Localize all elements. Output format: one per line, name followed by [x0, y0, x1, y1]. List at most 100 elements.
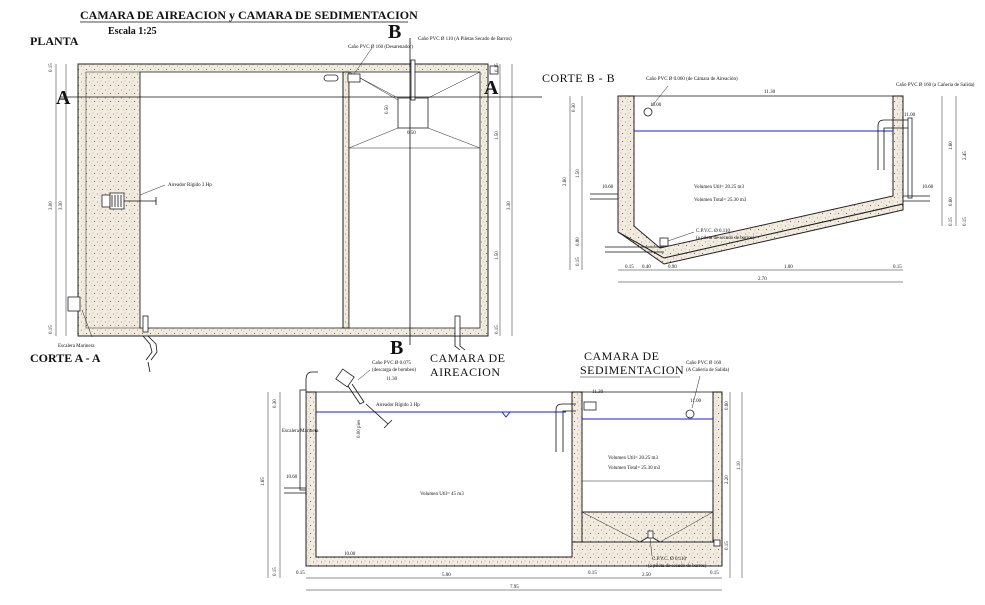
section-aa-sedimentation-label-2: SEDIMENTACION	[580, 363, 684, 377]
section-bb-sludge-pipe: C.P.V.C. Ø 0.110	[696, 229, 731, 234]
svg-text:1.10: 1.10	[737, 461, 742, 470]
section-aa-outlet-pipe-note: (A Cañería de Salida)	[686, 368, 730, 373]
svg-text:1.50: 1.50	[495, 131, 500, 140]
plan-section-mark-b-top: B	[388, 21, 401, 43]
svg-text:0.60: 0.60	[949, 197, 954, 206]
section-aa-level-a2: 11.30	[592, 390, 604, 395]
svg-text:0.15: 0.15	[725, 541, 730, 550]
section-aa-view: CAMARA DE AIREACION CAMARA DE SEDIMENTAC…	[261, 349, 743, 591]
svg-text:2.50: 2.50	[642, 573, 651, 578]
section-aa-dim-right: 0.60 2.20 1.10 0.15	[725, 392, 743, 578]
section-aa-outlet-pipe-label: Caño PVC Ø 160	[686, 361, 722, 366]
section-aa-air-pipe-label: Caño PVC Ø 0.075	[372, 361, 411, 366]
svg-text:1.60: 1.60	[949, 141, 954, 150]
section-bb-dim-left: 0.30 1.50 2.60 0.80 0.15	[563, 96, 583, 270]
plan-drain-pipe	[347, 73, 361, 83]
svg-text:0.15: 0.15	[273, 567, 278, 576]
section-aa-dim-left: 0.30 1.65 0.15	[261, 392, 281, 578]
svg-text:0.15: 0.15	[576, 257, 581, 266]
section-aa-level-d: 10.00	[344, 552, 356, 557]
section-aa-aeration-label: CAMARA DE	[430, 351, 506, 365]
drawing-scale: Escala 1:25	[108, 26, 157, 37]
svg-text:2.70: 2.70	[758, 277, 767, 282]
section-bb-outlet-label: Caño PVC Ø 160 (a Cañería de Salida)	[896, 83, 975, 88]
section-bb-level-d: 10.60	[922, 185, 934, 190]
svg-text:0.60: 0.60	[725, 401, 730, 410]
svg-text:0.15: 0.15	[588, 571, 597, 576]
section-aa-vol-total: Volumen Total= 25.30 m3	[608, 466, 661, 471]
svg-text:0.80: 0.80	[576, 237, 581, 246]
svg-text:0.15: 0.15	[49, 325, 54, 334]
plan-aerator	[101, 184, 166, 210]
section-aa-sludge-pipe: C.P.V.C. Ø 0.110	[652, 557, 687, 562]
section-bb-dim-bottom: 0.15 0.40 0.90 1.00 0.15 2.70	[618, 265, 903, 283]
section-aa-air-pipe	[335, 368, 355, 388]
section-aa-transfer-pipe	[555, 403, 576, 452]
svg-text:0.15: 0.15	[495, 63, 500, 72]
plan-section-mark-a-right: A	[484, 77, 499, 99]
svg-text:0.15: 0.15	[296, 571, 305, 576]
section-bb-sludge-dest: (a pileta de secado de barros)	[696, 236, 755, 241]
plan-registro-box	[67, 296, 81, 312]
section-aa-level-b: 11.00	[690, 399, 702, 404]
svg-text:3.30: 3.30	[59, 201, 64, 210]
svg-text:1.00: 1.00	[784, 265, 793, 270]
section-bb-vol-util: Volumen Util= 20.25 m3	[694, 185, 744, 190]
section-aa-depth-label: 0.00 pies	[357, 420, 362, 438]
svg-text:3.30: 3.30	[507, 201, 512, 210]
plan-dim-left: 0.15 3.00 3.30 0.15	[49, 63, 67, 336]
section-bb-level-top: 11.30	[764, 90, 776, 95]
plan-drain-pipe-label: Caño PVC Ø 160 (Desarenador)	[348, 45, 413, 50]
section-bb-wall	[617, 95, 904, 259]
section-bb-level-b: 10.60	[602, 185, 614, 190]
svg-text:0.15: 0.15	[949, 217, 954, 226]
drawing-title: CAMARA DE AIREACION y CAMARA DE SEDIMENT…	[80, 8, 418, 22]
section-bb-label: CORTE B - B	[542, 71, 615, 85]
svg-text:0.15: 0.15	[963, 217, 968, 226]
section-aa-sludge-dest: (a pileta de secado de barros)	[648, 564, 707, 569]
section-aa-label: CORTE A - A	[30, 351, 101, 365]
section-bb-inlet-label: Caño PVC Ø 0.060 (de Cámara de Aireación…	[646, 77, 738, 82]
svg-text:1.50: 1.50	[576, 169, 581, 178]
svg-text:0.15: 0.15	[625, 265, 634, 270]
svg-text:1.50: 1.50	[495, 251, 500, 260]
svg-text:1.65: 1.65	[261, 477, 266, 486]
svg-text:0.30: 0.30	[273, 399, 278, 408]
section-aa-registro-label: Escalera Marinera	[282, 429, 319, 434]
plan-sludge-pipe-label: Caño PVC Ø 110 (A Piletas Secado de Barr…	[418, 37, 512, 42]
section-aa-level-a: 11.30	[386, 377, 398, 382]
svg-text:0.40: 0.40	[642, 265, 651, 270]
svg-text:3.00: 3.00	[49, 201, 54, 210]
plan-section-mark-b-bottom: B	[390, 337, 403, 359]
section-bb-level-a: 10.00	[650, 103, 662, 108]
section-bb-view: CORTE B - B Caño PVC Ø 0.060 (de Cámara …	[542, 71, 975, 283]
section-aa-dim-bottom: 0.15 5.00 0.15 2.50 0.15 7.95	[296, 571, 722, 591]
plan-divider-wall	[342, 71, 350, 329]
plan-dim-right: 0.15 1.50 1.50 3.30 0.15	[495, 63, 513, 336]
plan-hopper	[397, 97, 429, 129]
section-bb-dim-right: 1.60 2.45 0.60 0.15 0.15	[941, 96, 968, 226]
section-bb-vol-total: Volumen Total= 25.30 m3	[694, 198, 747, 203]
plan-registro-label: Escalera Marinera	[58, 344, 95, 349]
svg-text:5.00: 5.00	[442, 573, 451, 578]
section-bb-level-c: 11.00	[904, 113, 916, 118]
plan-aerator-label: Aireador Rígido 3 Hp	[168, 183, 212, 188]
plan-hopper-dim: 0.50	[407, 131, 416, 136]
plan-section-mark-a-left: A	[56, 87, 71, 109]
svg-text:2.60: 2.60	[563, 177, 568, 186]
plan-label: PLANTA	[30, 34, 79, 48]
svg-text:0.15: 0.15	[710, 571, 719, 576]
section-aa-outlet-pipe	[685, 409, 695, 419]
svg-text:2.20: 2.20	[725, 475, 730, 484]
svg-text:0.30: 0.30	[572, 103, 577, 112]
svg-text:2.45: 2.45	[963, 151, 968, 160]
section-aa-vol-util: Volumen Util= 20.25 m3	[608, 456, 658, 461]
section-aa-sedimentation-label: CAMARA DE	[584, 349, 660, 363]
svg-text:0.15: 0.15	[495, 325, 500, 334]
svg-text:0.90: 0.90	[668, 265, 677, 270]
svg-text:0.15: 0.15	[49, 63, 54, 72]
svg-text:0.50: 0.50	[385, 105, 390, 114]
section-aa-hopper	[581, 511, 714, 543]
plan-view: 0.50 0.50 Aireador Rígido 3 Hp Escalera …	[49, 21, 542, 373]
